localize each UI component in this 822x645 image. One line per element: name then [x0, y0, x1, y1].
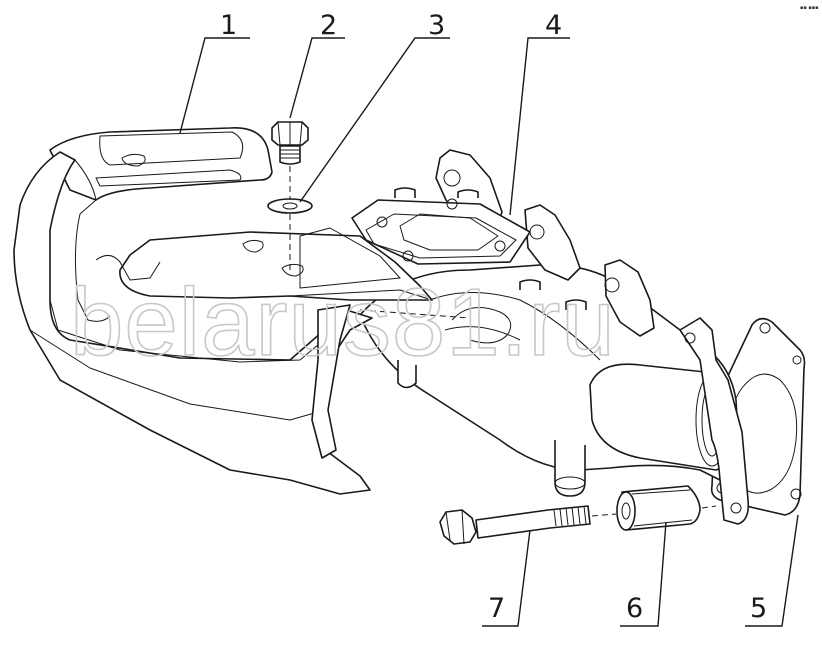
sleeve-to-gasket-axis	[701, 505, 717, 509]
callout-1: 1	[179, 10, 250, 134]
callout-6: 6	[620, 521, 667, 627]
callout-6-label: 6	[626, 593, 643, 624]
shield-axis-line	[359, 309, 471, 319]
callout-5: 5	[745, 514, 799, 627]
bolt-to-sleeve-axis	[591, 513, 617, 517]
exhaust-manifold-part	[351, 149, 750, 525]
callout-2: 2	[289, 10, 345, 119]
callout-3: 3	[299, 10, 450, 203]
callout-3-label: 3	[428, 10, 445, 41]
callout-4: 4	[509, 10, 570, 216]
washer-part	[267, 198, 313, 214]
callout-2-label: 2	[320, 10, 337, 41]
corner-mark: ▪▪ ▪▪▪	[800, 5, 819, 11]
callout-7: 7	[482, 529, 531, 627]
callout-4-label: 4	[545, 10, 562, 41]
watermark-text: belarus81.ru	[70, 269, 616, 376]
heat-shield-part	[13, 127, 433, 495]
spacer-sleeve-part	[616, 485, 701, 531]
callout-7-label: 7	[488, 593, 505, 624]
long-bolt-part	[439, 505, 591, 545]
callout-5-label: 5	[750, 593, 767, 624]
bolt-part	[271, 121, 309, 165]
callout-1-label: 1	[220, 10, 237, 41]
